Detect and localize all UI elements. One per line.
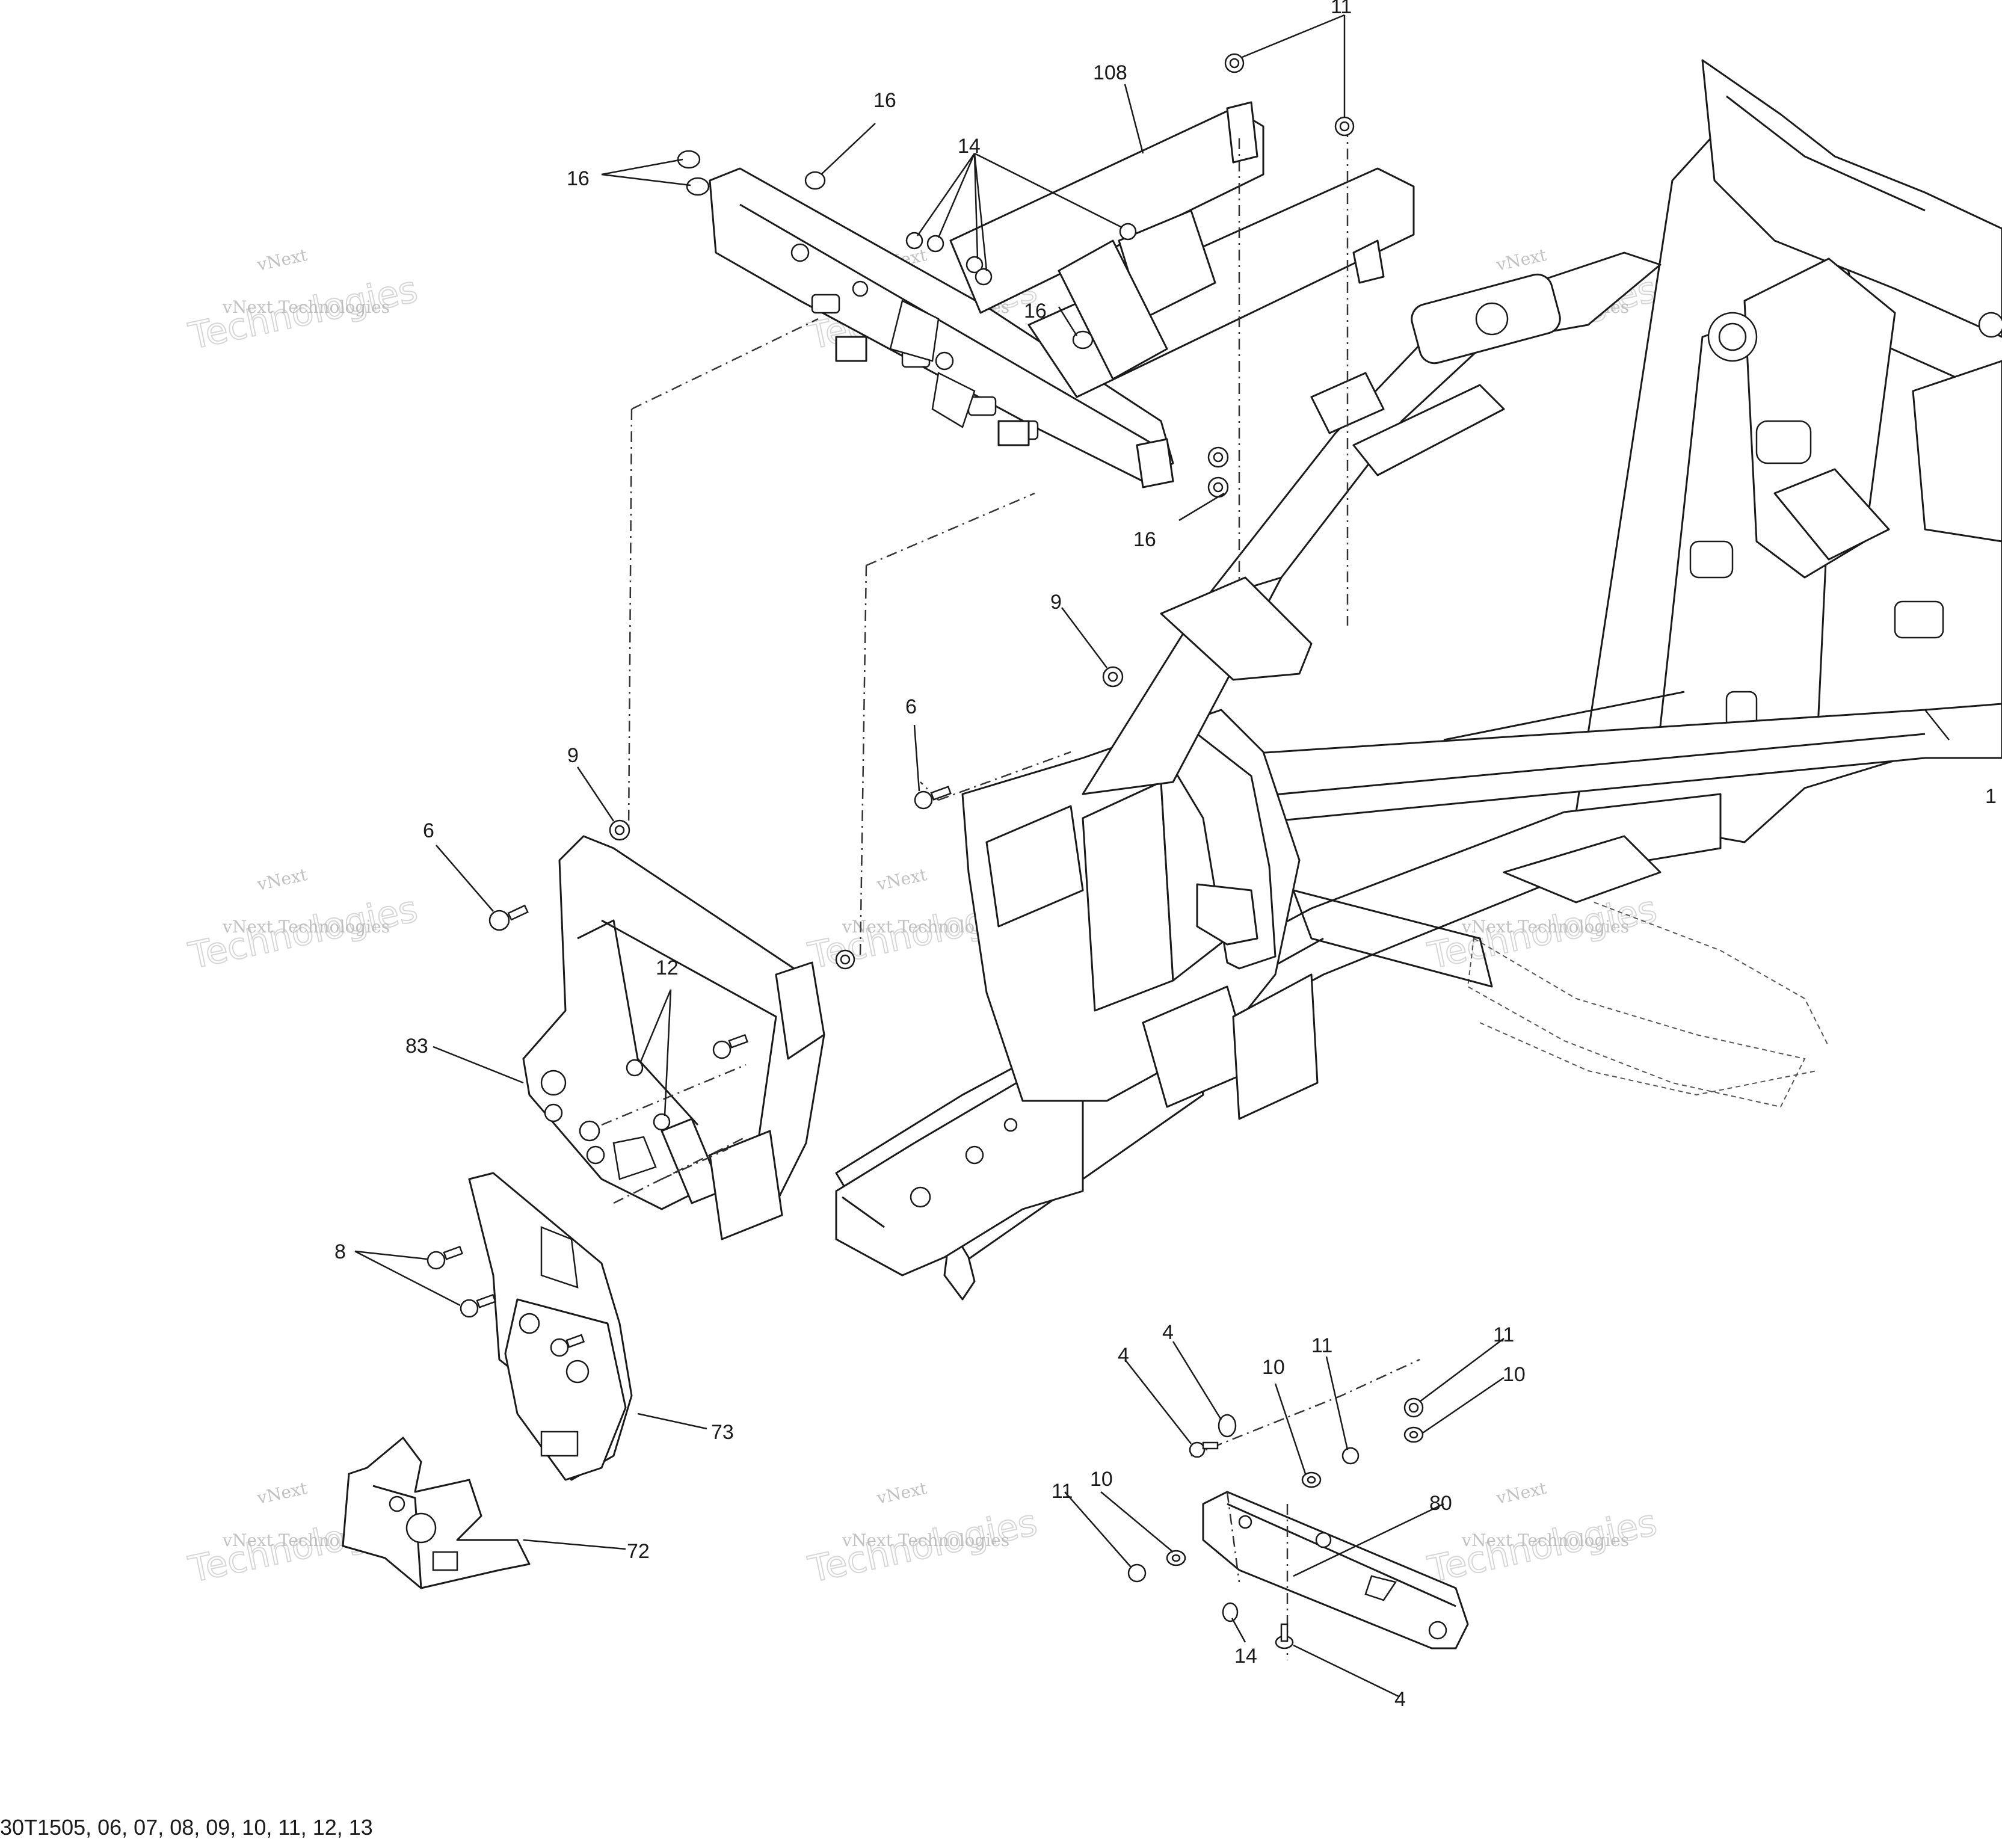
callout-11: 11 xyxy=(1311,1334,1332,1357)
watermark-9: vNext vNext Technologies Technologies xyxy=(1424,1478,1662,1592)
watermark-1: vNext vNext Technologies Technologies xyxy=(185,245,422,359)
callout-6: 6 xyxy=(423,819,434,842)
nut-icon xyxy=(835,949,855,970)
svg-text:vNext: vNext xyxy=(1494,245,1549,275)
callout-8: 8 xyxy=(334,1240,346,1263)
callout-14: 14 xyxy=(1234,1645,1257,1668)
callout-14: 14 xyxy=(958,135,981,158)
washer-icon xyxy=(1166,1550,1186,1566)
callout-16: 16 xyxy=(873,89,896,112)
nut-icon xyxy=(905,232,923,250)
callout-11: 11 xyxy=(1493,1323,1514,1346)
leader-lines xyxy=(354,14,1950,1698)
nut-icon xyxy=(1403,1397,1424,1418)
callout-4: 4 xyxy=(1394,1688,1406,1711)
callout-11: 11 xyxy=(1052,1480,1073,1503)
callout-10: 10 xyxy=(1090,1468,1113,1491)
callout-10: 10 xyxy=(1503,1363,1526,1386)
watermark-8: vNext vNext Technologies Technologies xyxy=(804,1478,1042,1592)
nut-icon xyxy=(1102,666,1124,688)
callout-4: 4 xyxy=(1162,1321,1174,1344)
bushing-icon xyxy=(1072,330,1094,350)
svg-text:vNext: vNext xyxy=(255,864,310,895)
svg-text:vNext: vNext xyxy=(875,864,929,895)
washer-icon xyxy=(1403,1426,1424,1443)
svg-text:vNext Technologies: vNext Technologies xyxy=(1461,917,1629,937)
callout-80: 80 xyxy=(1429,1492,1452,1515)
skid-plate-part-80 xyxy=(1202,1491,1469,1649)
svg-text:Technologies: Technologies xyxy=(185,888,422,978)
bolt-icon xyxy=(488,904,529,931)
fasteners xyxy=(427,53,1424,1649)
svg-text:vNext Technologies: vNext Technologies xyxy=(1461,1530,1629,1550)
nut-icon xyxy=(626,1059,644,1077)
bracket-part-72 xyxy=(342,1437,531,1589)
nut-icon xyxy=(1127,1563,1147,1583)
callout-10: 10 xyxy=(1262,1356,1285,1379)
nut-icon xyxy=(1207,476,1229,498)
callout-4: 4 xyxy=(1118,1344,1129,1367)
callout-labels: 11 108 16 16 14 16 16 9 6 9 6 12 83 8 73… xyxy=(334,0,1997,1711)
bracket-part-73 xyxy=(468,1172,633,1481)
nut-icon xyxy=(1334,116,1355,137)
nut-icon xyxy=(926,235,944,253)
callout-16: 16 xyxy=(567,167,590,190)
svg-text:vNext: vNext xyxy=(255,245,310,275)
callout-72: 72 xyxy=(627,1540,650,1563)
bolt-icon xyxy=(1189,1441,1219,1458)
callout-11: 11 xyxy=(1331,0,1352,18)
nut-icon xyxy=(966,256,984,274)
svg-text:Technologies: Technologies xyxy=(185,268,422,358)
svg-text:vNext Technologies: vNext Technologies xyxy=(222,917,390,937)
callout-1: 1 xyxy=(1985,785,1997,808)
bolt-icon xyxy=(712,1033,749,1059)
bushing-icon xyxy=(686,177,710,196)
watermark-4: vNext vNext Technologies Technologies xyxy=(185,864,422,978)
callout-73: 73 xyxy=(711,1421,734,1444)
bushing-icon xyxy=(677,150,701,169)
bushing-icon xyxy=(804,171,826,190)
svg-text:vNext Technologies: vNext Technologies xyxy=(842,1530,1009,1550)
pin-icon xyxy=(1218,1414,1237,1438)
callout-16: 16 xyxy=(1024,300,1047,322)
nut-icon xyxy=(609,819,630,841)
nut-icon xyxy=(1341,1447,1360,1465)
diagram-reference-code: 30T1505, 06, 07, 08, 09, 10, 11, 12, 13 xyxy=(0,1815,373,1840)
nut-icon xyxy=(1207,446,1229,468)
svg-text:vNext: vNext xyxy=(875,1478,929,1508)
crossbeam-part-108 xyxy=(709,101,1415,488)
bolt-icon xyxy=(427,1245,464,1270)
bolt-icon xyxy=(550,1334,585,1357)
main-frame-part-1 xyxy=(835,59,2002,1301)
nut-icon xyxy=(653,1113,671,1131)
callout-12: 12 xyxy=(656,956,679,979)
callout-108: 108 xyxy=(1093,61,1127,84)
svg-text:vNext: vNext xyxy=(1494,1478,1549,1508)
callout-9: 9 xyxy=(567,744,579,767)
assembly-lines xyxy=(601,126,1420,1660)
nut-icon xyxy=(1119,223,1137,241)
svg-text:Technologies: Technologies xyxy=(1424,1502,1661,1591)
bracket-part-83 xyxy=(522,835,825,1240)
svg-text:vNext: vNext xyxy=(255,1478,310,1508)
nut-icon xyxy=(975,268,993,286)
bolt-icon xyxy=(1275,1623,1294,1649)
callout-9: 9 xyxy=(1050,591,1062,614)
callout-16: 16 xyxy=(1133,528,1156,551)
svg-text:vNext Technologies: vNext Technologies xyxy=(222,297,390,317)
svg-text:Technologies: Technologies xyxy=(805,1502,1041,1591)
bolt-icon xyxy=(914,786,952,810)
pin-icon xyxy=(1222,1602,1239,1622)
washer-icon xyxy=(1301,1471,1322,1488)
callout-6: 6 xyxy=(905,695,917,718)
callout-83: 83 xyxy=(405,1035,428,1058)
nut-icon xyxy=(1224,53,1245,73)
bolt-icon xyxy=(460,1293,497,1318)
